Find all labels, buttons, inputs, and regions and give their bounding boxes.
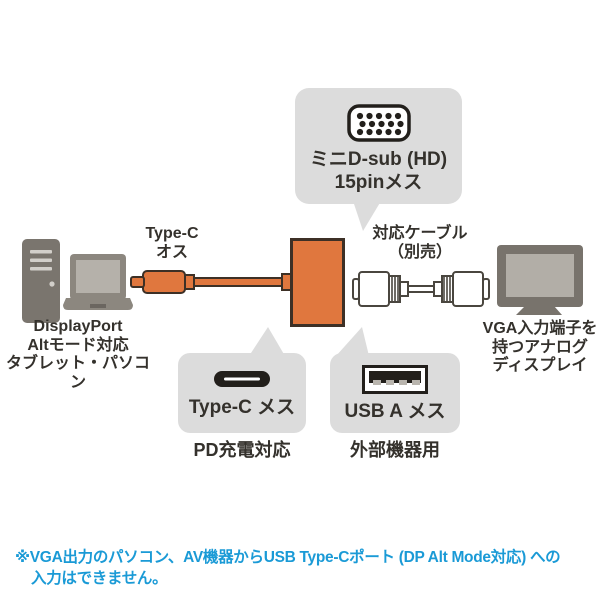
display-caption-line3: ディスプレイ xyxy=(492,357,588,374)
source-device-caption-line1: DisplayPort xyxy=(33,318,123,335)
source-device-caption: DisplayPort Altモード対応 タブレット・パソコン xyxy=(0,318,156,392)
usb-a-label: USB A メス xyxy=(344,401,446,422)
dsub-label-line2: 15pinメス xyxy=(334,172,423,193)
analog-display-icon xyxy=(497,245,583,315)
pointer-typec-female-callout xyxy=(249,327,285,356)
typec-female-callout-box: Type-C メス xyxy=(178,353,306,433)
typec-female-label: Type-C メス xyxy=(188,397,296,418)
vga-cable-label: 対応ケーブル （別売） xyxy=(368,224,472,262)
desktop-pc-icon xyxy=(22,239,60,323)
typec-male-label-line2: オス xyxy=(155,244,188,261)
usb-a-port-icon xyxy=(362,365,428,394)
typec-female-caption: PD充電対応 xyxy=(193,440,291,460)
dsub-label-line1: ミニD-sub (HD) xyxy=(309,149,448,170)
pointer-usb-a-callout xyxy=(336,327,369,356)
restriction-note: ※VGA出力のパソコン、AV機器からUSB Type-Cポート (DP Alt … xyxy=(15,547,600,589)
vga-cable-icon xyxy=(352,271,490,307)
vga-cable-label-line1: 対応ケーブル xyxy=(372,225,468,242)
usb-a-callout-box: USB A メス xyxy=(330,353,460,433)
usb-c-port-icon xyxy=(214,371,270,387)
dsub-callout-box: ミニD-sub (HD) 15pinメス xyxy=(295,88,462,204)
display-caption-line2: 持つアナログ xyxy=(492,338,588,356)
vga-cable-label-line2: （別売） xyxy=(387,244,452,261)
display-caption: VGA入力端子を 持つアナログ ディスプレイ xyxy=(478,320,600,376)
restriction-note-line2: 入力はできません。 xyxy=(31,570,168,587)
typec-male-connector-and-cable-icon xyxy=(130,270,292,294)
source-device-caption-line3: タブレット・パソコン xyxy=(5,355,150,391)
usbc-vga-adapter-body xyxy=(290,238,345,327)
pointer-top-callout xyxy=(353,201,381,231)
laptop-icon xyxy=(63,254,133,310)
usb-a-caption: 外部機器用 xyxy=(350,440,440,460)
source-device-caption-line2: Altモード対応 xyxy=(27,336,129,354)
typec-male-label-line1: Type-C xyxy=(145,225,199,242)
vga-connector-icon xyxy=(346,104,411,142)
display-caption-line1: VGA入力端子を xyxy=(482,320,598,337)
restriction-note-line1: ※VGA出力のパソコン、AV機器からUSB Type-Cポート (DP Alt … xyxy=(15,549,561,566)
typec-male-label: Type-C オス xyxy=(130,224,214,262)
